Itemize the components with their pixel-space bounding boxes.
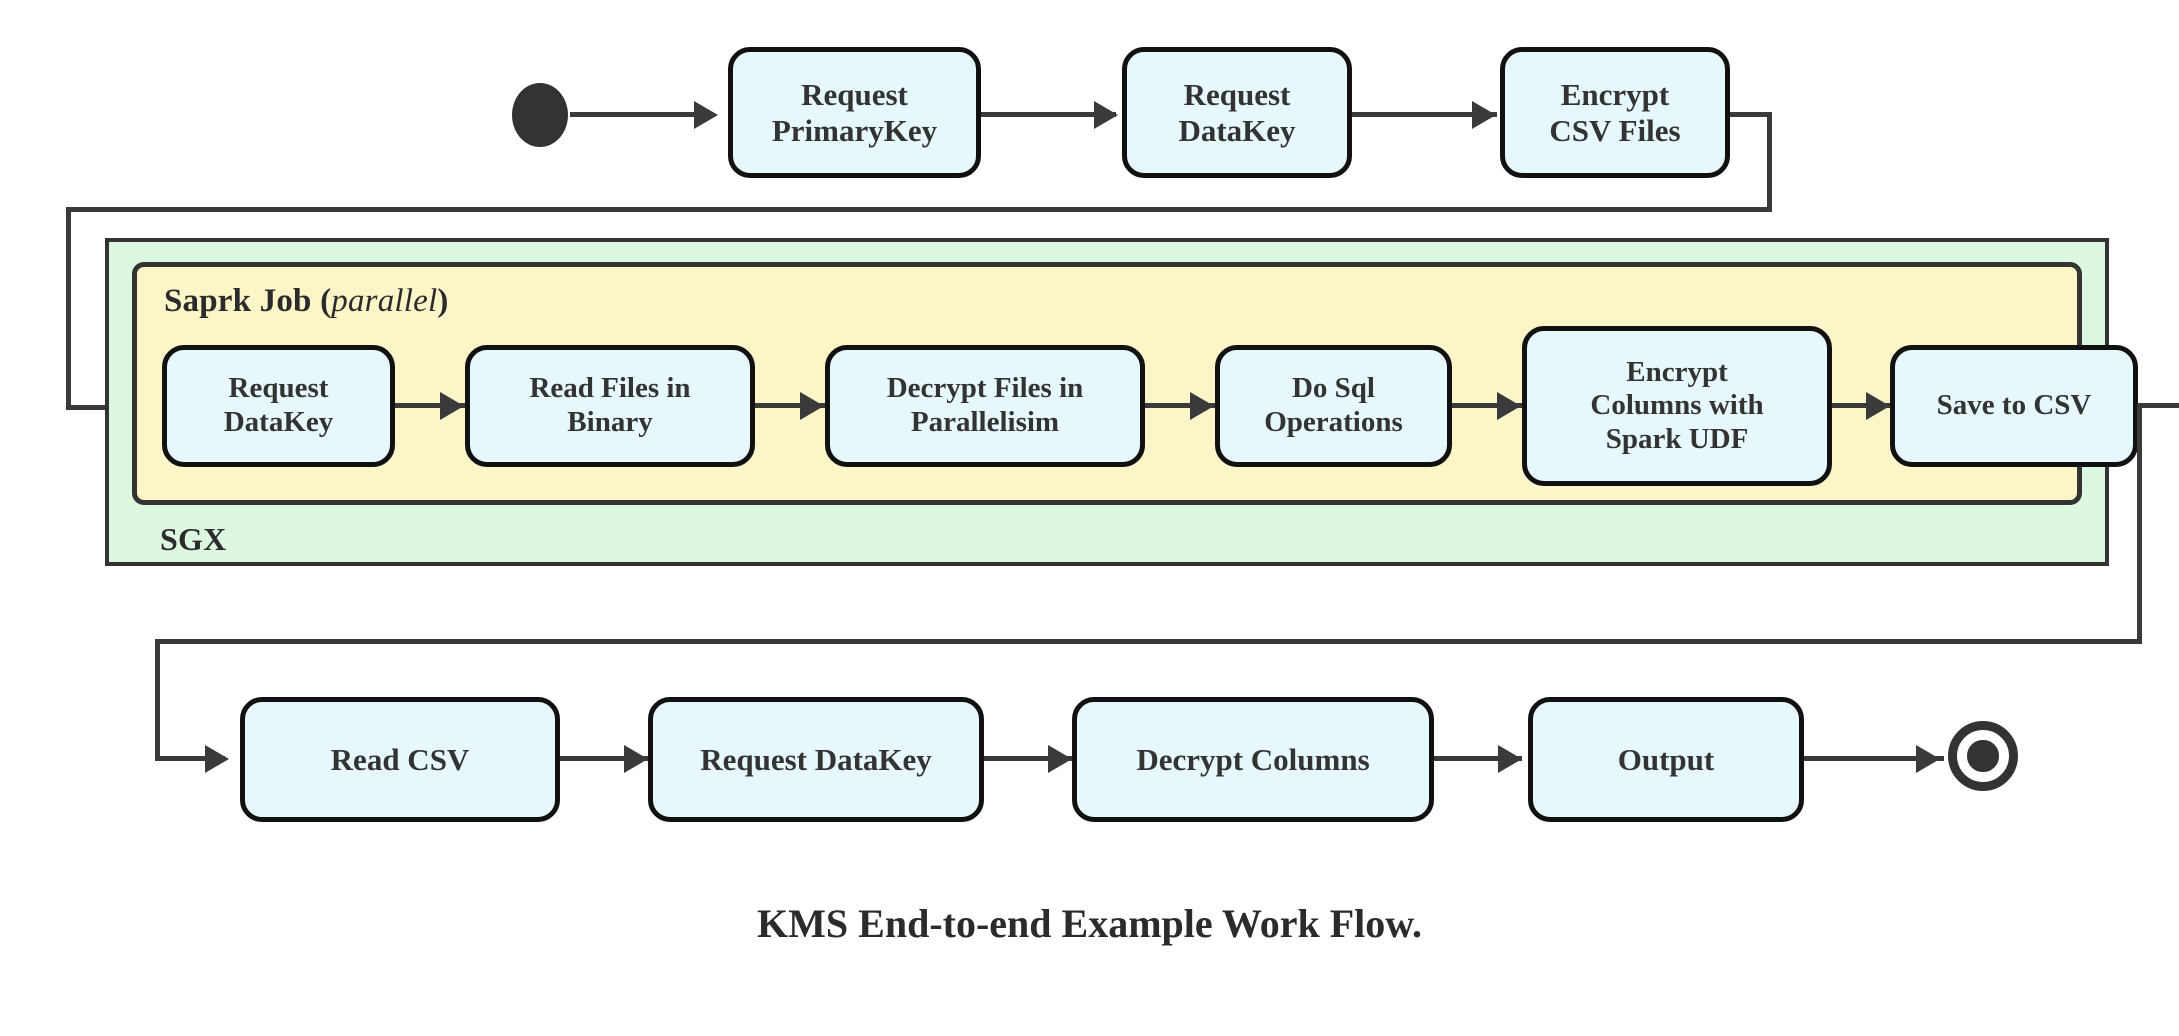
edge-savecsv-into-readcsv	[155, 756, 225, 761]
edge-m2-to-m3	[1145, 403, 1215, 408]
sgx-label: SGX	[160, 521, 227, 557]
arrow-b1-to-b2	[1048, 745, 1072, 773]
node-label: Save to CSV	[1936, 389, 2092, 422]
node-label: Encrypt Columns with Spark UDF	[1590, 355, 1764, 455]
node-label: Do Sql Operations	[1264, 372, 1403, 438]
node-decrypt-columns[interactable]: Decrypt Columns	[1072, 697, 1434, 822]
node-label: Request DataKey	[700, 741, 932, 777]
edge-savecsv-down-left	[155, 639, 160, 761]
end-node	[1948, 721, 2018, 791]
node-request-datakey-spark[interactable]: Request DataKey	[162, 345, 395, 467]
node-decrypt-files-in-parallelisim[interactable]: Decrypt Files in Parallelisim	[825, 345, 1145, 467]
arrow-into-read-csv	[205, 745, 229, 773]
arrow-primarykey-to-datakey	[1094, 101, 1118, 129]
edge-primarykey-to-datakey	[981, 112, 1116, 117]
edge-m3-to-m4	[1452, 403, 1522, 408]
edge-m0-to-m1	[395, 403, 465, 408]
node-save-to-csv[interactable]: Save to CSV	[1890, 345, 2138, 467]
node-label: Output	[1617, 741, 1715, 777]
node-read-csv[interactable]: Read CSV	[240, 697, 560, 822]
arrow-m0-to-m1	[440, 392, 464, 420]
start-node	[512, 83, 568, 147]
arrow-start-to-request-primarykey	[694, 101, 718, 129]
node-request-datakey-bottom[interactable]: Request DataKey	[648, 697, 984, 822]
edge-b1-to-b2	[984, 756, 1072, 761]
arrow-m3-to-m4	[1497, 392, 1521, 420]
edge-encryptcsv-down	[1767, 112, 1772, 212]
end-node-dot	[1967, 740, 1999, 772]
node-encrypt-columns-with-spark-udf[interactable]: Encrypt Columns with Spark UDF	[1522, 326, 1832, 486]
edge-m1-to-m2	[755, 403, 825, 408]
edge-m4-to-m5	[1832, 403, 1890, 408]
arrow-m2-to-m3	[1190, 392, 1214, 420]
arrow-b0-to-b1	[624, 745, 648, 773]
edge-output-to-end	[1804, 756, 1944, 761]
spark-job-modifier: parallel	[331, 283, 438, 319]
arrow-datakey-to-encrypt-csv	[1472, 101, 1496, 129]
diagram-caption: KMS End-to-end Example Work Flow.	[757, 901, 1422, 946]
edge-savecsv-down	[2137, 403, 2142, 643]
arrow-b2-to-b3	[1498, 745, 1522, 773]
edge-start-to-request-primarykey	[570, 112, 710, 117]
edge-encryptcsv-right	[1730, 112, 1772, 117]
arrow-output-to-end	[1916, 745, 1940, 773]
node-label: Request PrimaryKey	[771, 76, 938, 148]
node-label: Read CSV	[330, 741, 470, 777]
spark-job-title: Saprk Job	[164, 283, 312, 319]
edge-encryptcsv-down-left	[66, 207, 71, 410]
edge-encryptcsv-across-left	[66, 207, 1772, 212]
arrow-m4-to-m5	[1866, 392, 1890, 420]
spark-job-modifier-close: )	[437, 283, 449, 319]
node-encrypt-csv-files[interactable]: Encrypt CSV Files	[1500, 47, 1730, 178]
node-output[interactable]: Output	[1528, 697, 1804, 822]
node-read-files-in-binary[interactable]: Read Files in Binary	[465, 345, 755, 467]
node-do-sql-operations[interactable]: Do Sql Operations	[1215, 345, 1452, 467]
node-request-datakey-top[interactable]: Request DataKey	[1122, 47, 1352, 178]
edge-b0-to-b1	[560, 756, 648, 761]
edge-savecsv-right	[2138, 403, 2179, 408]
edge-b2-to-b3	[1434, 756, 1522, 761]
node-label: Request DataKey	[1178, 76, 1296, 148]
node-label: Request DataKey	[223, 372, 334, 438]
edge-datakey-to-encrypt-csv	[1352, 112, 1497, 117]
edge-savecsv-across-left	[155, 639, 2142, 644]
node-label: Decrypt Columns	[1136, 741, 1370, 777]
node-label: Encrypt CSV Files	[1549, 76, 1681, 148]
spark-job-label: Saprk Job (parallel)	[164, 283, 449, 320]
node-request-primarykey[interactable]: Request PrimaryKey	[728, 47, 981, 178]
arrow-m1-to-m2	[800, 392, 824, 420]
node-label: Decrypt Files in Parallelisim	[886, 372, 1084, 438]
spark-job-modifier-open: (	[320, 283, 332, 319]
node-label: Read Files in Binary	[529, 372, 691, 438]
